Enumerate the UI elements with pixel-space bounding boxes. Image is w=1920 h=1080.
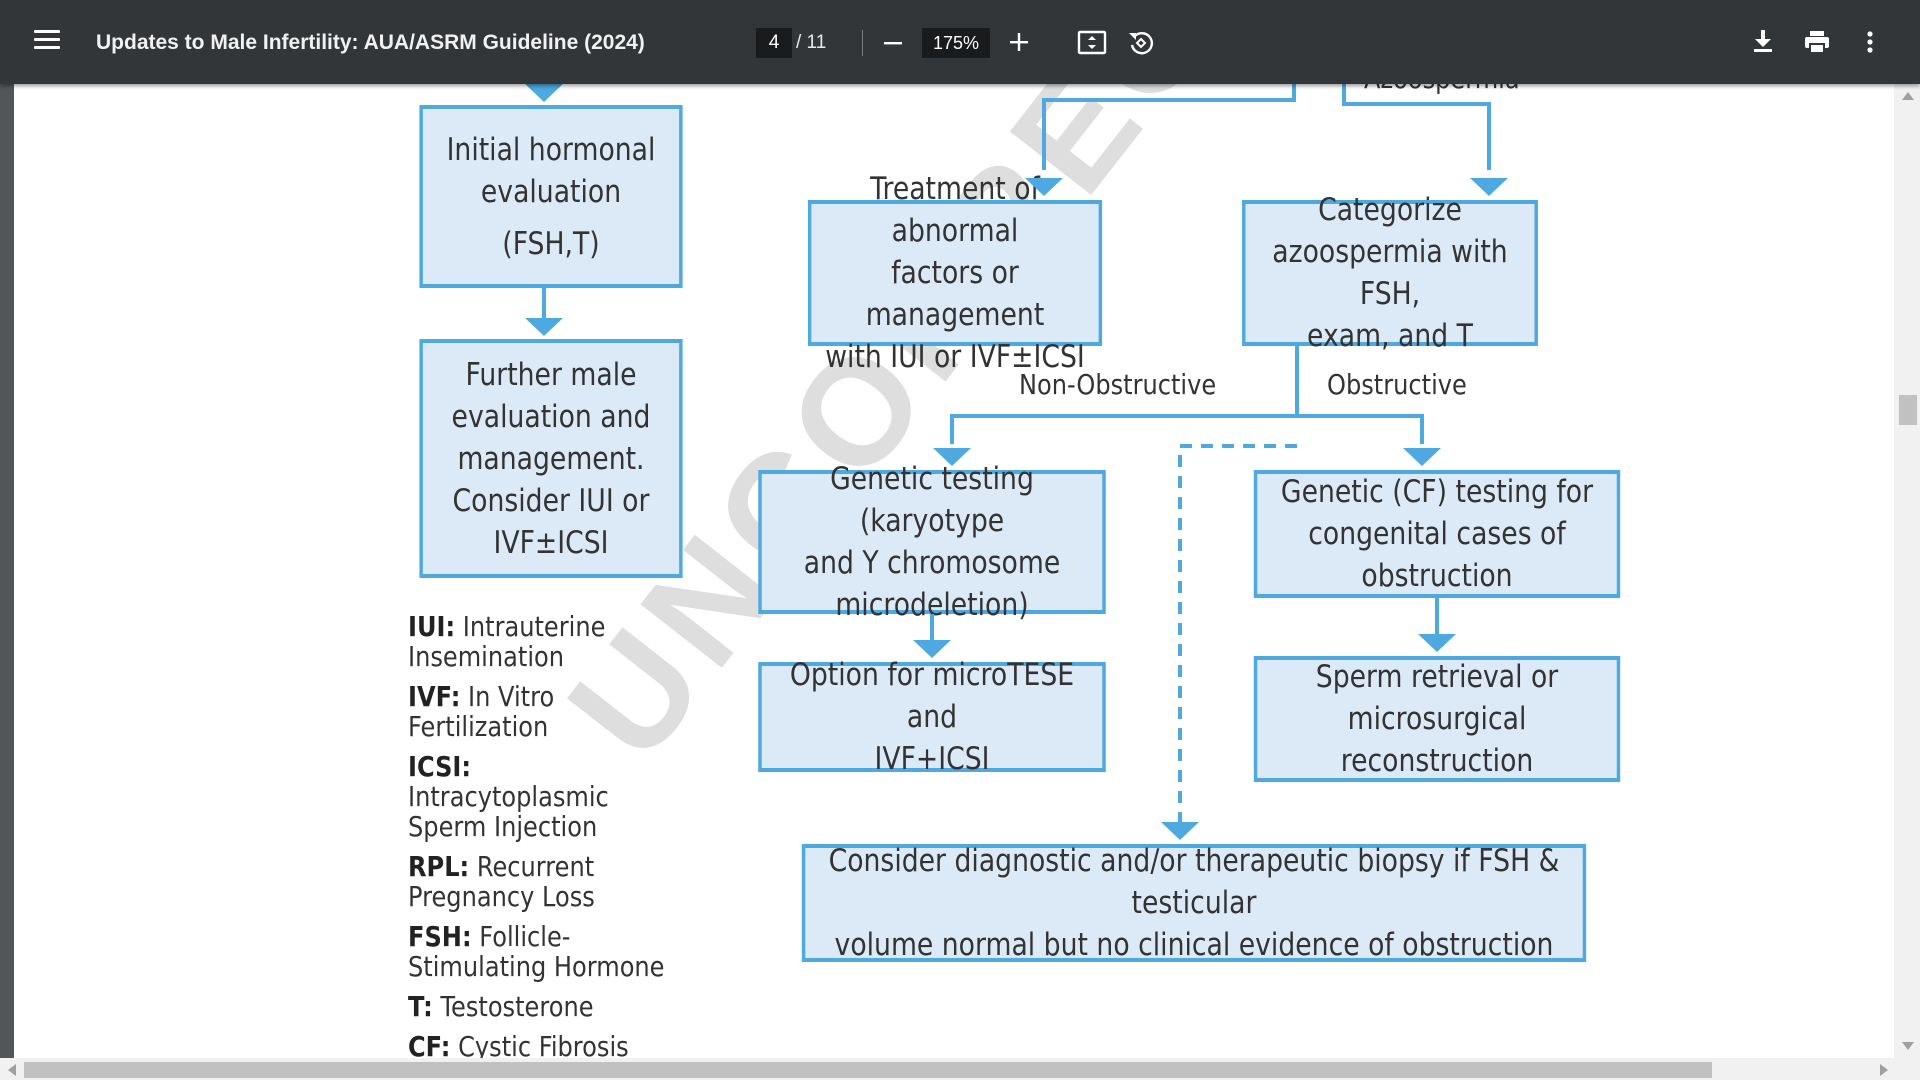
zoom-in-icon[interactable] <box>1008 31 1030 53</box>
box-line: and Y chromosome <box>803 545 1061 581</box>
box-line: Treatment of abnormal <box>870 171 1040 249</box>
box-line: Consider diagnostic and/or therapeutic b… <box>828 843 1560 921</box>
vertical-scrollbar-thumb[interactable] <box>1899 395 1917 425</box>
box-line: Consider IUI or <box>452 482 650 519</box>
box-line: (FSH,T) <box>502 225 600 262</box>
legend-text: Intracytoplasmic Sperm Injection <box>408 780 609 843</box>
box-line: microdeletion) <box>835 587 1029 623</box>
legend-item: RPL: Recurrent Pregnancy Loss <box>408 852 666 912</box>
page-number-input[interactable]: 4 <box>756 28 792 58</box>
box-line: IVF+ICSI <box>874 741 990 777</box>
label-obstructive: Obstructive <box>1327 368 1467 401</box>
legend-item: FSH: Follicle-Stimulating Hormone <box>408 922 666 982</box>
box-line: azoospermia with FSH, <box>1272 234 1508 312</box>
box-sperm-retrieval: Sperm retrieval or microsurgical reconst… <box>1253 656 1621 782</box>
box-line: evaluation and <box>451 398 651 435</box>
legend-abbr: CF: <box>408 1030 451 1059</box>
legend-text: Testosterone <box>440 990 594 1023</box>
box-line: IVF±ICSI <box>493 524 609 561</box>
box-line: Genetic (CF) testing for <box>1280 474 1594 510</box>
vertical-scrollbar[interactable] <box>1894 84 1920 1058</box>
box-consider-biopsy: Consider diagnostic and/or therapeutic b… <box>801 843 1587 963</box>
abbreviation-legend: IUI: Intrauterine Insemination IVF: In V… <box>408 612 666 1059</box>
rotate-icon[interactable] <box>1126 28 1156 58</box>
legend-text: Follicle-Stimulating Hormone <box>408 920 665 983</box>
box-genetic-testing-karyotype: Genetic testing (karyotype and Y chromos… <box>758 461 1106 623</box>
scroll-up-arrow-icon[interactable] <box>1902 92 1914 100</box>
box-initial-hormonal-evaluation: Initial hormonal evaluation (FSH,T) <box>419 105 683 288</box>
box-line: microsurgical reconstruction <box>1340 701 1534 779</box>
scroll-right-arrow-icon[interactable] <box>1880 1064 1888 1076</box>
box-line: with IUI or IVF±ICSI <box>825 339 1085 375</box>
legend-abbr: IUI: <box>408 610 456 643</box>
page-total: / 11 <box>796 32 827 53</box>
download-icon[interactable] <box>1751 28 1775 54</box>
label-non-obstructive: Non-Obstructive <box>1019 368 1217 401</box>
legend-text: Cystic Fibrosis <box>458 1030 629 1059</box>
legend-text: Intrauterine Insemination <box>408 610 606 673</box>
document-title: Updates to Male Infertility: AUA/ASRM Gu… <box>96 31 645 54</box>
box-line: exam, and T <box>1307 318 1473 354</box>
pdf-page: UNCORRECTED Initial hormonal evaluation … <box>14 84 1894 1058</box>
box-further-male-evaluation: Further male evaluation and management. … <box>419 339 683 578</box>
box-microtese-option: Option for microTESE and IVF+ICSI <box>758 657 1106 777</box>
box-line: Option for microTESE and <box>789 657 1075 735</box>
menu-icon[interactable] <box>34 30 60 50</box>
scroll-down-arrow-icon[interactable] <box>1902 1042 1914 1050</box>
box-treatment-abnormal-factors: Treatment of abnormal factors or managem… <box>807 171 1103 375</box>
toolbar-divider <box>862 30 863 56</box>
legend-abbr: T: <box>408 990 433 1023</box>
legend-text: Recurrent Pregnancy Loss <box>408 850 595 913</box>
legend-text: In Vitro Fertilization <box>408 680 555 743</box>
label-azoospermia-partial: Azoospermia <box>1364 84 1520 95</box>
box-line: volume normal but no clinical evidence o… <box>834 927 1554 963</box>
box-line: factors or management <box>865 255 1045 333</box>
legend-item: IVF: In Vitro Fertilization <box>408 682 666 742</box>
zoom-level-input[interactable]: 175% <box>922 28 990 58</box>
box-genetic-cf-testing: Genetic (CF) testing for congenital case… <box>1253 470 1621 598</box>
legend-item: CF: Cystic Fibrosis <box>408 1030 666 1059</box>
more-vert-icon[interactable] <box>1864 30 1876 54</box>
legend-item: IUI: Intrauterine Insemination <box>408 612 666 672</box>
horizontal-scrollbar-thumb[interactable] <box>24 1062 1712 1078</box>
legend-abbr: FSH: <box>408 920 472 953</box>
box-line: Categorize <box>1318 192 1462 228</box>
fit-page-icon[interactable] <box>1077 29 1107 57</box>
scroll-left-arrow-icon[interactable] <box>8 1064 16 1076</box>
box-line: evaluation <box>480 173 622 210</box>
box-line: Genetic testing (karyotype <box>830 461 1034 539</box>
box-line: congenital cases of obstruction <box>1308 516 1566 594</box>
pdf-viewer[interactable]: UNCORRECTED Initial hormonal evaluation … <box>0 84 1920 1080</box>
legend-abbr: ICSI: <box>408 750 472 783</box>
legend-item: ICSI: Intracytoplasmic Sperm Injection <box>408 752 666 842</box>
zoom-out-icon[interactable] <box>882 32 904 54</box>
box-line: Sperm retrieval or <box>1315 659 1559 695</box>
box-line: Further male <box>465 356 637 393</box>
legend-item: T: Testosterone <box>408 992 666 1022</box>
box-categorize-azoospermia: Categorize azoospermia with FSH, exam, a… <box>1242 192 1538 354</box>
legend-abbr: RPL: <box>408 850 470 883</box>
legend-abbr: IVF: <box>408 680 461 713</box>
print-icon[interactable] <box>1803 29 1831 55</box>
box-line: Initial hormonal <box>446 131 656 168</box>
box-line: management. <box>457 440 645 477</box>
pdf-toolbar: Updates to Male Infertility: AUA/ASRM Gu… <box>0 0 1920 84</box>
